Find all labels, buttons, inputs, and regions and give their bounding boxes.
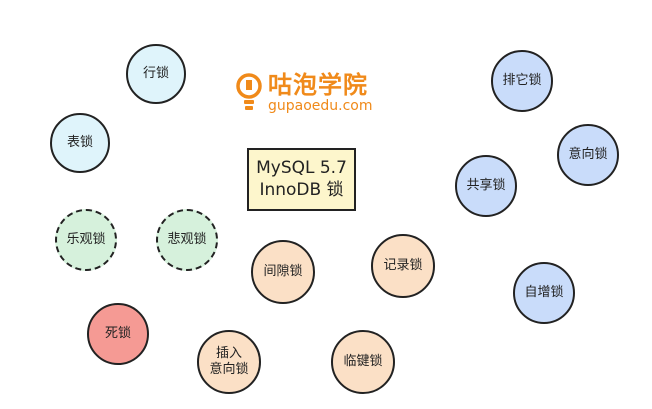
node-next-key-lock-label: 临键锁 bbox=[343, 353, 383, 369]
diagram-title-box: MySQL 5.7 InnoDB 锁 bbox=[247, 148, 356, 211]
node-auto-inc-lock[interactable]: 自增锁 bbox=[513, 262, 575, 324]
title-line-1: MySQL 5.7 bbox=[256, 158, 347, 179]
node-pessimistic-lock[interactable]: 悲观锁 bbox=[156, 209, 218, 271]
gupao-logo: 咕泡学院 gupaoedu.com bbox=[236, 72, 373, 114]
node-dead-lock[interactable]: 死锁 bbox=[87, 303, 149, 365]
node-dead-lock-label: 死锁 bbox=[104, 325, 131, 341]
node-table-lock-label: 表锁 bbox=[66, 134, 93, 150]
title-line-2: InnoDB 锁 bbox=[259, 179, 344, 200]
logo-chinese-text: 咕泡学院 bbox=[268, 71, 368, 100]
node-row-lock-label: 行锁 bbox=[142, 65, 169, 81]
node-record-lock[interactable]: 记录锁 bbox=[371, 234, 435, 298]
node-optimistic-lock[interactable]: 乐观锁 bbox=[55, 209, 117, 271]
node-gap-lock-label: 间隙锁 bbox=[263, 263, 303, 279]
node-insert-intention-lock-label: 插入 意向锁 bbox=[209, 345, 249, 377]
logo-domain-text: gupaoedu.com bbox=[268, 97, 373, 114]
node-next-key-lock[interactable]: 临键锁 bbox=[331, 330, 395, 394]
node-optimistic-lock-label: 乐观锁 bbox=[66, 231, 106, 247]
bulb-logo-icon bbox=[236, 72, 262, 114]
node-exclusive-lock-label: 排它锁 bbox=[502, 72, 542, 88]
node-shared-lock[interactable]: 共享锁 bbox=[455, 155, 517, 217]
node-pessimistic-lock-label: 悲观锁 bbox=[167, 231, 207, 247]
node-auto-inc-lock-label: 自增锁 bbox=[524, 284, 564, 300]
node-exclusive-lock[interactable]: 排它锁 bbox=[491, 50, 553, 112]
node-shared-lock-label: 共享锁 bbox=[466, 177, 506, 193]
node-intention-lock-label: 意向锁 bbox=[568, 146, 608, 162]
node-intention-lock[interactable]: 意向锁 bbox=[557, 124, 619, 186]
node-record-lock-label: 记录锁 bbox=[383, 257, 423, 273]
node-insert-intention-lock[interactable]: 插入 意向锁 bbox=[197, 330, 261, 394]
node-row-lock[interactable]: 行锁 bbox=[126, 44, 186, 104]
node-table-lock[interactable]: 表锁 bbox=[50, 113, 110, 173]
node-gap-lock[interactable]: 间隙锁 bbox=[251, 240, 315, 304]
